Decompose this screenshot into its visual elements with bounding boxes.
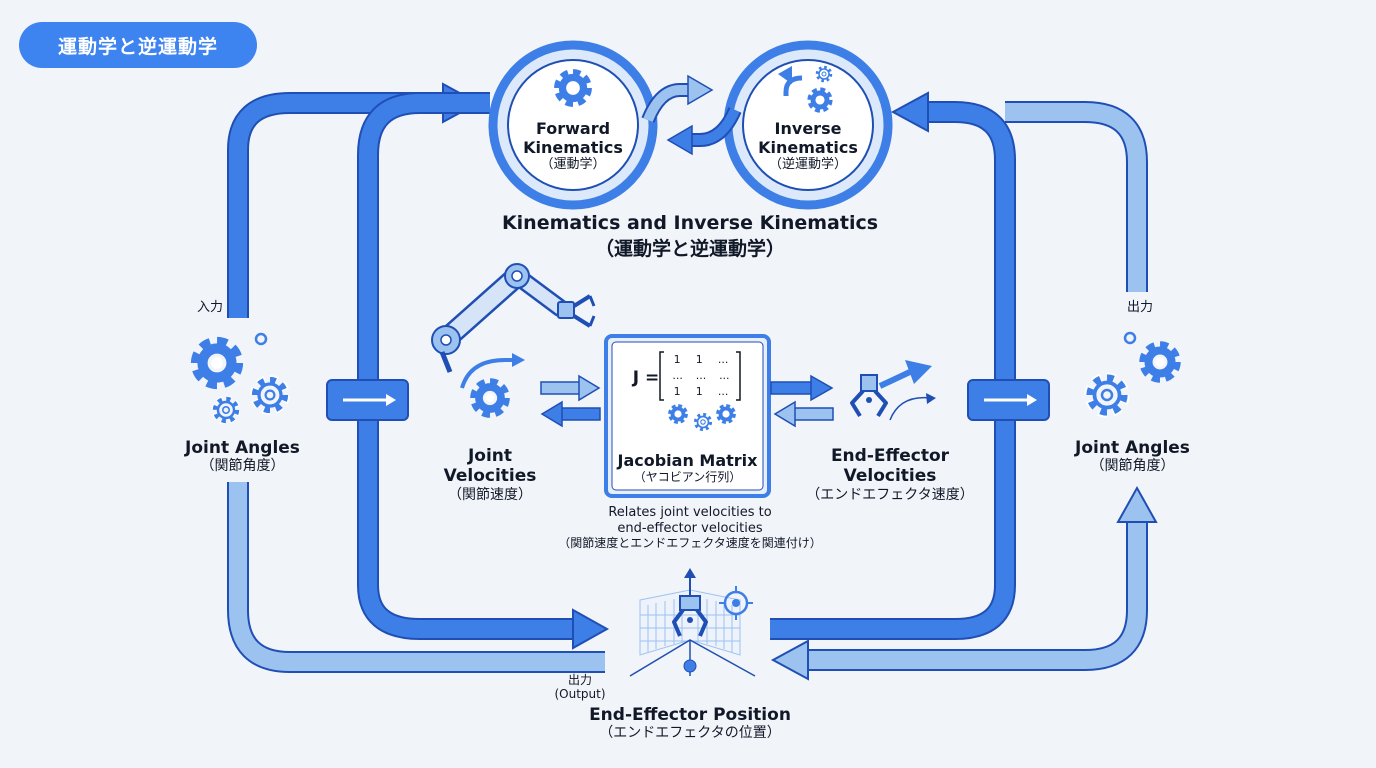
right-inner-flow xyxy=(770,91,1050,640)
left-joint-angles-label: Joint Angles （関節角度） xyxy=(170,438,315,475)
left-outer-flow xyxy=(227,82,605,673)
inverse-kinematics-title: Inverse xyxy=(774,119,842,138)
jacobian-box xyxy=(604,334,771,498)
joint-velocities-title-2: Velocities xyxy=(443,466,537,487)
output-note: 出力 (Output) xyxy=(540,673,620,702)
gripper-icon xyxy=(672,595,708,637)
jacobian-equation: J = xyxy=(632,368,660,388)
right-joint-angles-title: Joint Angles xyxy=(1075,438,1190,458)
forward-kinematics-jp: （運動学） xyxy=(540,157,606,173)
ee-velocities-title-2: Velocities xyxy=(843,466,937,487)
right-joint-angles-label: Joint Angles （関節角度） xyxy=(1060,438,1205,475)
jacobian-title: Jacobian Matrix xyxy=(617,451,758,470)
left-joint-angles-title: Joint Angles xyxy=(185,438,300,458)
matrix-cell: ... xyxy=(695,369,707,382)
output-note-jp: 出力 xyxy=(567,673,592,687)
jacobian-flow-arrows xyxy=(540,374,834,428)
joint-rotation-icon xyxy=(460,353,525,412)
right-joint-angles-jp: （関節角度） xyxy=(1090,458,1175,475)
forward-kinematics-title: Forward xyxy=(535,119,611,138)
gripper-icon xyxy=(850,374,888,418)
matrix-cell: 1 xyxy=(695,353,703,366)
left-joint-angles-jp: （関節角度） xyxy=(200,458,285,475)
forward-kinematics-node xyxy=(488,40,658,210)
gear-icon xyxy=(559,74,586,101)
velocity-arrows-icon xyxy=(878,360,936,421)
gears-icon xyxy=(1091,331,1175,411)
inverse-kinematics-jp: （逆運動学） xyxy=(768,157,847,173)
ee-velocities-label: End-Effector Velocities （エンドエフェクタ速度） xyxy=(800,446,980,504)
matrix-cell: ... xyxy=(672,369,683,382)
joint-velocities-jp: （関節速度） xyxy=(448,486,532,503)
ee-velocities-jp: （エンドエフェクタ速度） xyxy=(806,486,974,503)
matrix-cell: ... xyxy=(719,369,730,382)
gears-icon xyxy=(198,332,284,420)
diagram-title: Kinematics and Inverse Kinematics （運動学と逆… xyxy=(440,212,940,261)
ee-position-jp: （エンドエフェクタの位置） xyxy=(599,725,781,742)
inverse-kinematics-title-2: Kinematics xyxy=(758,138,858,158)
forward-kinematics-label: Forward Kinematics （運動学） xyxy=(513,119,633,173)
robot-arm-icon xyxy=(431,263,596,373)
jacobian-desc-jp: （関節速度とエンドエフェクタ速度を関連付け） xyxy=(558,536,822,551)
ee-position-title: End-Effector Position xyxy=(589,705,791,725)
ee-position-label: End-Effector Position （エンドエフェクタの位置） xyxy=(560,705,820,742)
matrix-cell: ... xyxy=(717,353,729,366)
page-badge: 運動学と逆運動学 xyxy=(19,22,257,68)
output-note-en: (Output) xyxy=(554,687,606,702)
jacobian-label: Jacobian Matrix （ヤコビアン行列） xyxy=(606,451,769,485)
joint-velocities-title: Joint xyxy=(467,446,513,466)
jacobian-desc-1: Relates joint velocities to xyxy=(608,505,772,520)
diagram-title-en: Kinematics and Inverse Kinematics xyxy=(501,212,879,234)
matrix-cell: 1 xyxy=(673,353,681,366)
matrix-cell: 1 xyxy=(695,385,703,398)
matrix-cell: 1 xyxy=(673,385,681,398)
jacobian-matrix: 1 1 ... ... ... ... 1 1 ... xyxy=(666,352,736,400)
ee-velocities-title: End-Effector xyxy=(830,446,950,466)
output-label: 出力 xyxy=(1126,300,1153,315)
inverse-kinematics-label: Inverse Kinematics （逆運動学） xyxy=(743,119,873,173)
jacobian-description: Relates joint velocities to end-effector… xyxy=(520,505,860,551)
jacobian-desc-2: end-effector velocities xyxy=(617,520,763,536)
workspace-grid-icon xyxy=(629,568,756,677)
input-label: 入力 xyxy=(196,300,223,315)
kinematics-exchange-arrows xyxy=(641,74,742,156)
left-inner-flow xyxy=(326,92,610,650)
target-icon xyxy=(719,586,753,620)
diagram-title-jp: （運動学と逆運動学） xyxy=(594,237,785,260)
matrix-cell: ... xyxy=(717,385,729,398)
forward-kinematics-title-2: Kinematics xyxy=(523,138,623,158)
joint-velocities-label: Joint Velocities （関節速度） xyxy=(425,446,555,504)
jacobian-jp: （ヤコビアン行列） xyxy=(633,470,742,485)
inverse-gears-icon xyxy=(778,66,831,109)
inverse-kinematics-node xyxy=(723,40,893,210)
right-outer-flow xyxy=(770,101,1158,681)
